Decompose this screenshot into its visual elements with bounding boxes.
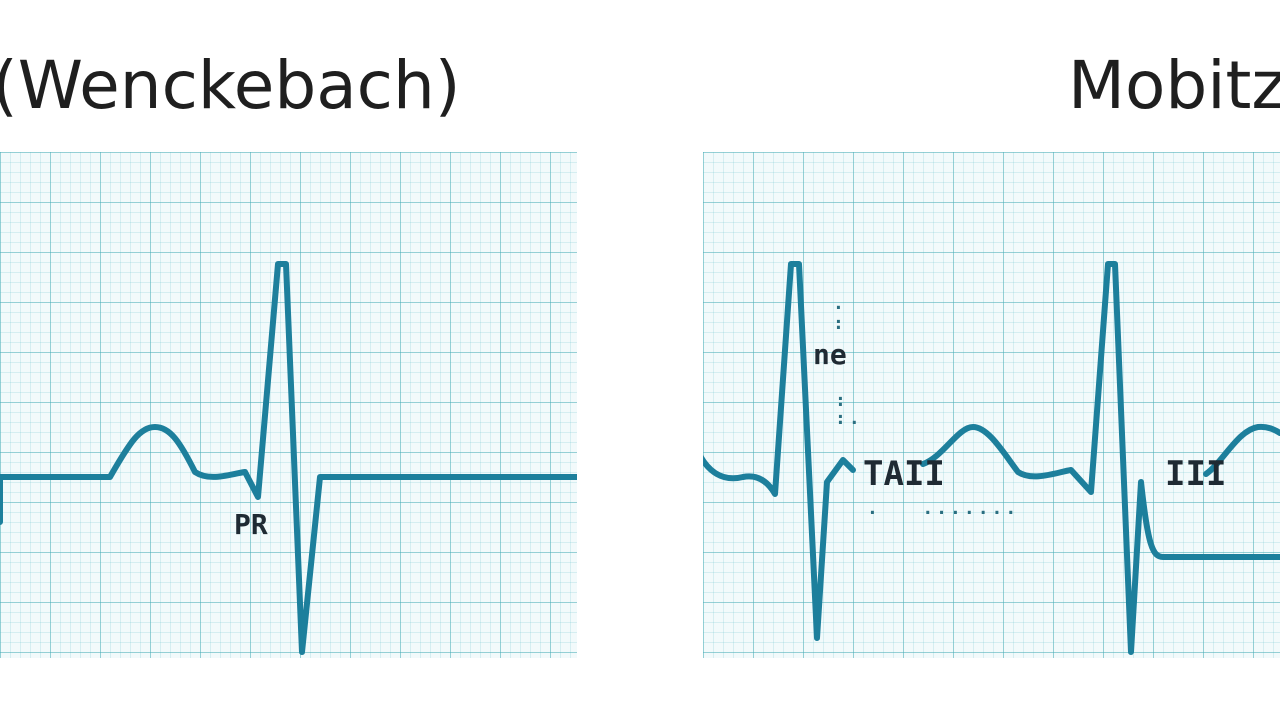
ecg-waveform	[1203, 423, 1280, 477]
dotted-marker: ::.	[835, 390, 863, 429]
ne-label: ne	[813, 338, 847, 371]
tail-label: TAII	[863, 454, 945, 494]
ecg-waveform	[920, 261, 1280, 655]
pr-interval-label: PR	[234, 508, 268, 541]
title-mobitz: Mobitz	[1068, 47, 1280, 124]
dotted-marker: .:	[833, 293, 847, 334]
ecg-trace-mobitz	[703, 261, 1280, 655]
title-wenckebach: (Wenckebach)	[0, 47, 461, 124]
ecg-trace-wenckebach	[0, 261, 577, 655]
dotted-marker: . .......	[867, 498, 1020, 519]
ecg-strip-wenckebach: PR	[0, 152, 577, 658]
ecg-strip-mobitz: .: ne ::. TAII . ....... III	[703, 152, 1280, 658]
ecg-waveform	[0, 261, 577, 655]
iii-label: III	[1165, 454, 1227, 494]
ecg-waveform	[703, 261, 856, 641]
